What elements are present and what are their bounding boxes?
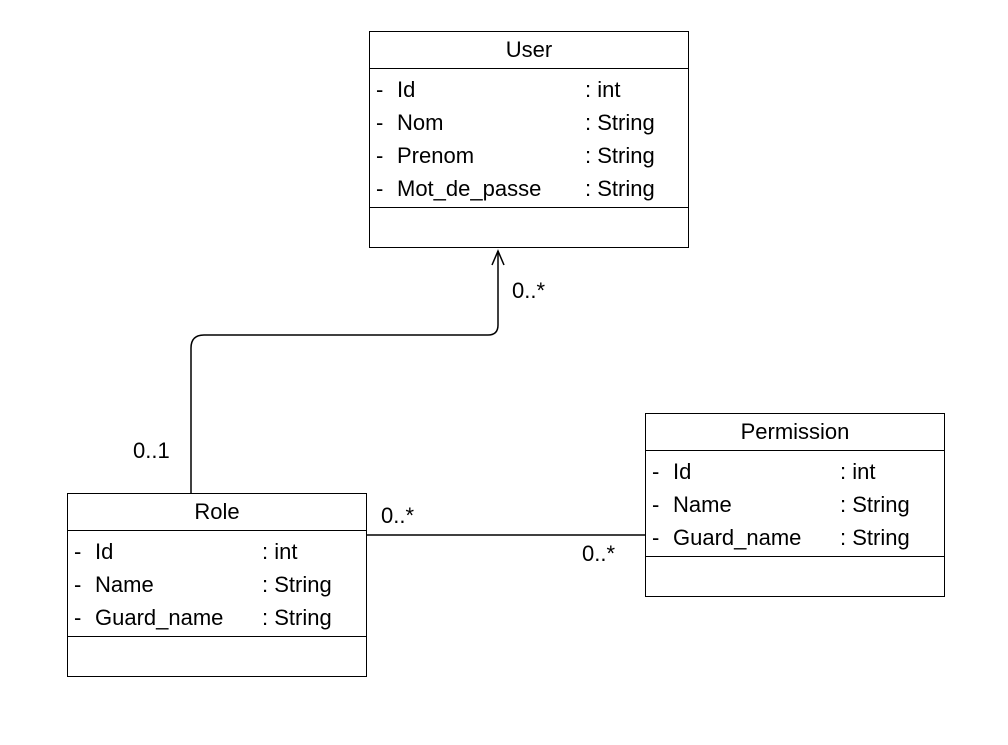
attribute-name: Guard_name: [95, 605, 224, 630]
attribute-name: Nom: [397, 110, 444, 135]
attribute-type: : String: [585, 143, 655, 168]
multiplicity-user-end: 0..*: [512, 278, 546, 303]
role-user-association-line: [190, 251, 499, 493]
operation-compartment: [646, 557, 944, 595]
attribute-compartment: - Id : int - Name : String - Guard_name …: [68, 531, 366, 637]
attribute-type: : String: [262, 605, 332, 630]
class-name: User: [370, 32, 688, 69]
attribute-row: - Guard_name : String: [68, 601, 366, 634]
attribute-name: Id: [95, 539, 114, 564]
attribute-visibility: -: [652, 492, 660, 517]
class-permission[interactable]: Permission - Id : int - Name : String - …: [645, 413, 945, 597]
attribute-type: : String: [840, 492, 910, 517]
attribute-compartment: - Id : int - Name : String - Guard_name …: [646, 451, 944, 557]
attribute-type: : String: [840, 525, 910, 550]
operation-compartment: [68, 637, 366, 675]
attribute-row: - Guard_name : String: [646, 521, 944, 554]
attribute-visibility: -: [74, 605, 82, 630]
class-name: Role: [68, 494, 366, 531]
attribute-visibility: -: [74, 539, 82, 564]
attribute-row: - Name : String: [68, 568, 366, 601]
attribute-row: - Name : String: [646, 488, 944, 521]
attribute-row: - Nom : String: [370, 106, 688, 139]
attribute-visibility: -: [376, 176, 384, 201]
attribute-visibility: -: [376, 143, 384, 168]
attribute-type: : String: [585, 176, 655, 201]
attribute-name: Id: [397, 77, 416, 102]
attribute-row: - Prenom : String: [370, 139, 688, 172]
operation-compartment: [370, 208, 688, 246]
attribute-type: : int: [585, 77, 621, 102]
attribute-row: - Id : int: [646, 455, 944, 488]
attribute-compartment: - Id : int - Nom : String - Prenom : Str…: [370, 69, 688, 208]
multiplicity-role-permission-end: 0..*: [381, 503, 415, 528]
attribute-type: : int: [262, 539, 298, 564]
attribute-type: : String: [585, 110, 655, 135]
attribute-name: Name: [673, 492, 732, 517]
multiplicity-role-user-end: 0..1: [133, 438, 170, 463]
attribute-name: Prenom: [397, 143, 475, 168]
multiplicity-permission-end: 0..*: [582, 541, 616, 566]
attribute-visibility: -: [652, 459, 660, 484]
class-name: Permission: [646, 414, 944, 451]
attribute-name: Name: [95, 572, 154, 597]
attribute-row: - Id : int: [68, 535, 366, 568]
attribute-row: - Mot_de_passe : String: [370, 172, 688, 205]
attribute-type: : int: [840, 459, 876, 484]
attribute-visibility: -: [74, 572, 82, 597]
attribute-visibility: -: [376, 77, 384, 102]
class-user[interactable]: User - Id : int - Nom : String - Prenom …: [369, 31, 689, 248]
attribute-name: Mot_de_passe: [397, 176, 542, 201]
attribute-visibility: -: [652, 525, 660, 550]
attribute-type: : String: [262, 572, 332, 597]
attribute-name: Id: [673, 459, 692, 484]
attribute-name: Guard_name: [673, 525, 802, 550]
navigability-arrow-icon: [491, 249, 505, 266]
class-role[interactable]: Role - Id : int - Name : String - Guard_…: [67, 493, 367, 677]
attribute-row: - Id : int: [370, 73, 688, 106]
attribute-visibility: -: [376, 110, 384, 135]
